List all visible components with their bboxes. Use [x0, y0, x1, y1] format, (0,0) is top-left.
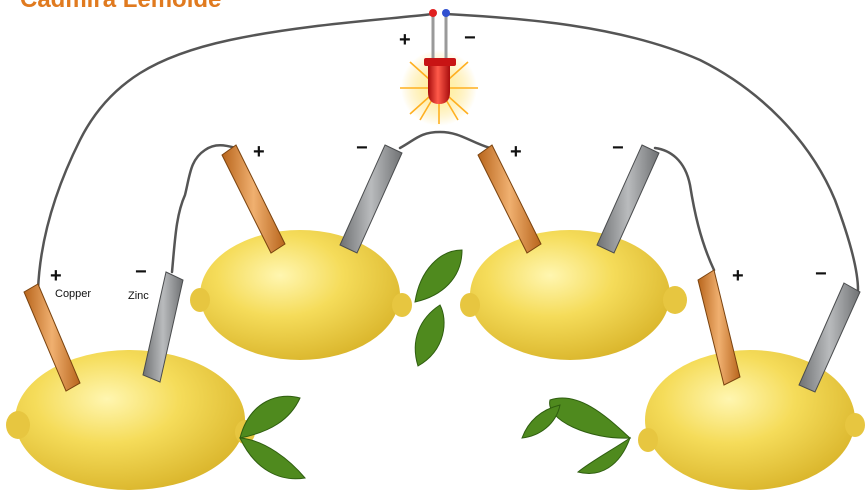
lemon1-plus-label: + — [50, 266, 62, 286]
lemon4-minus-label: − — [815, 264, 827, 284]
lemon-2 — [190, 230, 412, 360]
lemon-3 — [460, 230, 687, 360]
zinc-electrode-2 — [340, 145, 402, 253]
zinc-electrode-3 — [597, 145, 659, 253]
zinc-label: Zinc — [128, 290, 149, 302]
wire-lemon2-zinc-to-lemon3-copper — [400, 132, 490, 148]
copper-label: Copper — [55, 288, 91, 300]
lemon3-plus-label: + — [510, 142, 522, 162]
lemon1-minus-label: − — [135, 262, 147, 282]
led-plus-label: + — [399, 30, 411, 50]
lemon2-minus-label: − — [356, 138, 368, 158]
lemon4-plus-label: + — [732, 266, 744, 286]
lemon-1 — [6, 350, 255, 490]
led-minus-label: − — [464, 28, 476, 48]
lemon-4 — [638, 350, 865, 490]
lemon2-plus-label: + — [253, 142, 265, 162]
lemon3-minus-label: − — [612, 138, 624, 158]
page-title: Cadmira Lemolde — [20, 0, 221, 14]
wire-lemon3-zinc-to-lemon4-copper — [655, 148, 714, 270]
